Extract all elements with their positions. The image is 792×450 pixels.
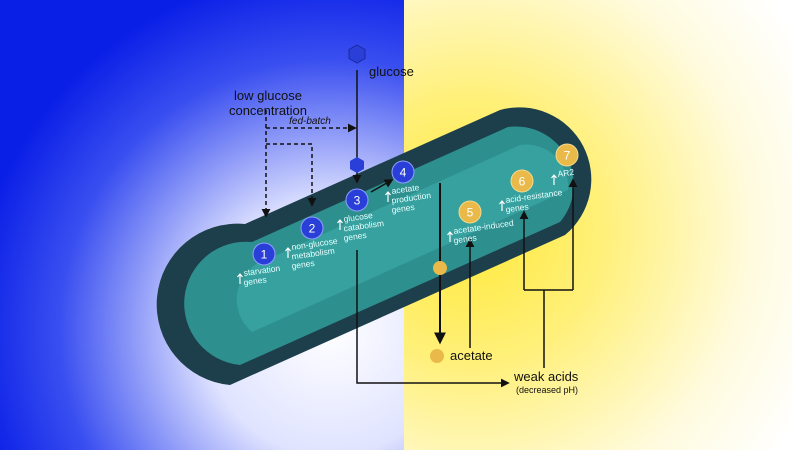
gene-node-1-label: genes	[243, 274, 267, 287]
gene-node-3-circle	[345, 188, 369, 212]
acetate-circle-icon	[430, 349, 444, 363]
up-arrow-icon	[385, 191, 391, 202]
glucose-hexagon-icon	[348, 44, 366, 64]
gene-node-2-label: genes	[291, 258, 315, 271]
up-arrow-icon	[337, 219, 343, 230]
gene-node-4-circle	[391, 160, 415, 184]
gene-node-6-number: 6	[519, 175, 526, 189]
gene-node-3-number: 3	[354, 194, 361, 208]
up-arrow-icon	[551, 174, 557, 185]
up-arrow-icon	[285, 247, 291, 258]
catabolism-to-acetate-production-arrow	[370, 179, 394, 193]
gene-node-1-circle	[252, 242, 276, 266]
gene-node-7-number: 7	[564, 149, 571, 163]
internal-acetate-circle-icon	[433, 261, 447, 275]
concentration-label: concentration	[229, 103, 307, 118]
bacterial-cell	[156, 107, 592, 385]
gene-node-4-number: 4	[400, 166, 407, 180]
internal-glucose-hexagon-icon	[350, 157, 364, 173]
gene-node-2-circle	[300, 216, 324, 240]
gene-node-4-label: genes	[391, 202, 415, 215]
up-arrow-icon	[499, 200, 505, 211]
gene-node-3-label: glucose	[343, 210, 374, 224]
low-glucose-label: low glucose	[234, 88, 302, 103]
gene-node-5-label: genes	[453, 232, 477, 245]
gene-node-6-label: genes	[505, 201, 529, 214]
gene-node-3-label: genes	[343, 230, 367, 243]
gene-node-2-number: 2	[309, 222, 316, 236]
gene-node-5-number: 5	[467, 206, 474, 220]
acetate-label: acetate	[450, 348, 493, 363]
glucose-label: glucose	[369, 64, 414, 79]
up-arrow-icon	[237, 273, 243, 284]
up-arrow-icon	[447, 231, 453, 242]
gene-node-7-label: AR2	[557, 167, 575, 179]
gene-node-5-circle	[458, 200, 482, 224]
gene-node-4-label: acetate	[391, 182, 420, 196]
gene-node-6-circle	[510, 169, 534, 193]
gene-node-1-number: 1	[261, 248, 268, 262]
gene-node-7-circle	[555, 143, 579, 167]
weak-acids-label: weak acids	[513, 369, 579, 384]
catabolism-to-weak-acids-arrow	[356, 250, 510, 388]
weak-acids-sublabel: (decreased pH)	[516, 385, 578, 395]
fed-batch-label: fed-batch	[289, 116, 331, 127]
low-glucose-to-nonglucose-arrow	[266, 143, 317, 207]
